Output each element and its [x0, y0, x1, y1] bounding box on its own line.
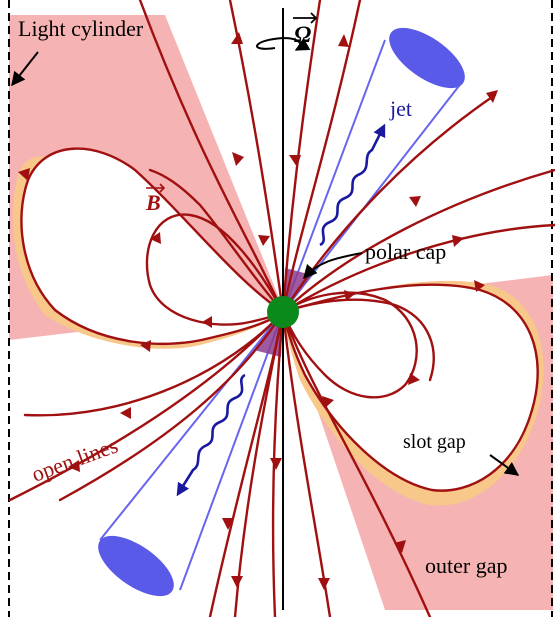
field-line-open-down-7 [208, 310, 285, 617]
closed-loop-left-interior [21, 148, 283, 344]
field-line-closed-left-outer [20, 147, 285, 346]
field-line-open-up-5 [281, 168, 555, 314]
label-outer-gap: outer gap [425, 553, 507, 578]
field-line-open-up-3 [281, 0, 362, 314]
field-line-open-down-6 [58, 310, 285, 502]
omega-vector-arrow [293, 12, 318, 24]
closed-loop-right-interior [283, 284, 538, 491]
field-line-open-up-6 [281, 223, 555, 314]
label-open-lines: open lines [28, 432, 121, 486]
field-line-open-down-1 [271, 310, 285, 617]
field-line-inner-left [145, 213, 285, 326]
field-line-open-up-7 [138, 0, 285, 314]
field-line-arrowheads [18, 32, 498, 590]
neutron-star [267, 296, 299, 328]
b-field-vector-arrow [146, 183, 166, 193]
light-cylinder-pointer [11, 51, 39, 87]
field-line-open-down-8 [281, 310, 432, 617]
field-line-open-up-2 [281, 0, 322, 314]
polar-cap-pointer [303, 252, 363, 280]
field-line-open-down-5 [8, 310, 285, 502]
label-light-cylinder: Light cylinder [18, 16, 144, 41]
field-line-open-up-1 [228, 0, 285, 314]
label-slot-gap: slot gap [403, 431, 466, 453]
label-b-field: B [145, 190, 161, 215]
label-jet: jet [389, 96, 412, 121]
rotation-arrow [256, 36, 311, 51]
jet-cone-lower [98, 311, 284, 597]
field-line-mid-right [281, 298, 435, 382]
jet-arrow-upper [319, 123, 386, 247]
slot-gap-pointer [489, 454, 520, 476]
label-polar-cap: polar cap [365, 239, 446, 264]
magnetic-field-lines [8, 0, 555, 617]
jet-arrow-lower [176, 373, 246, 497]
field-line-closed-right-outer [281, 283, 539, 492]
label-omega: Ω [294, 22, 311, 47]
field-line-mid-left [148, 168, 285, 314]
field-line-open-up-4 [281, 93, 497, 314]
